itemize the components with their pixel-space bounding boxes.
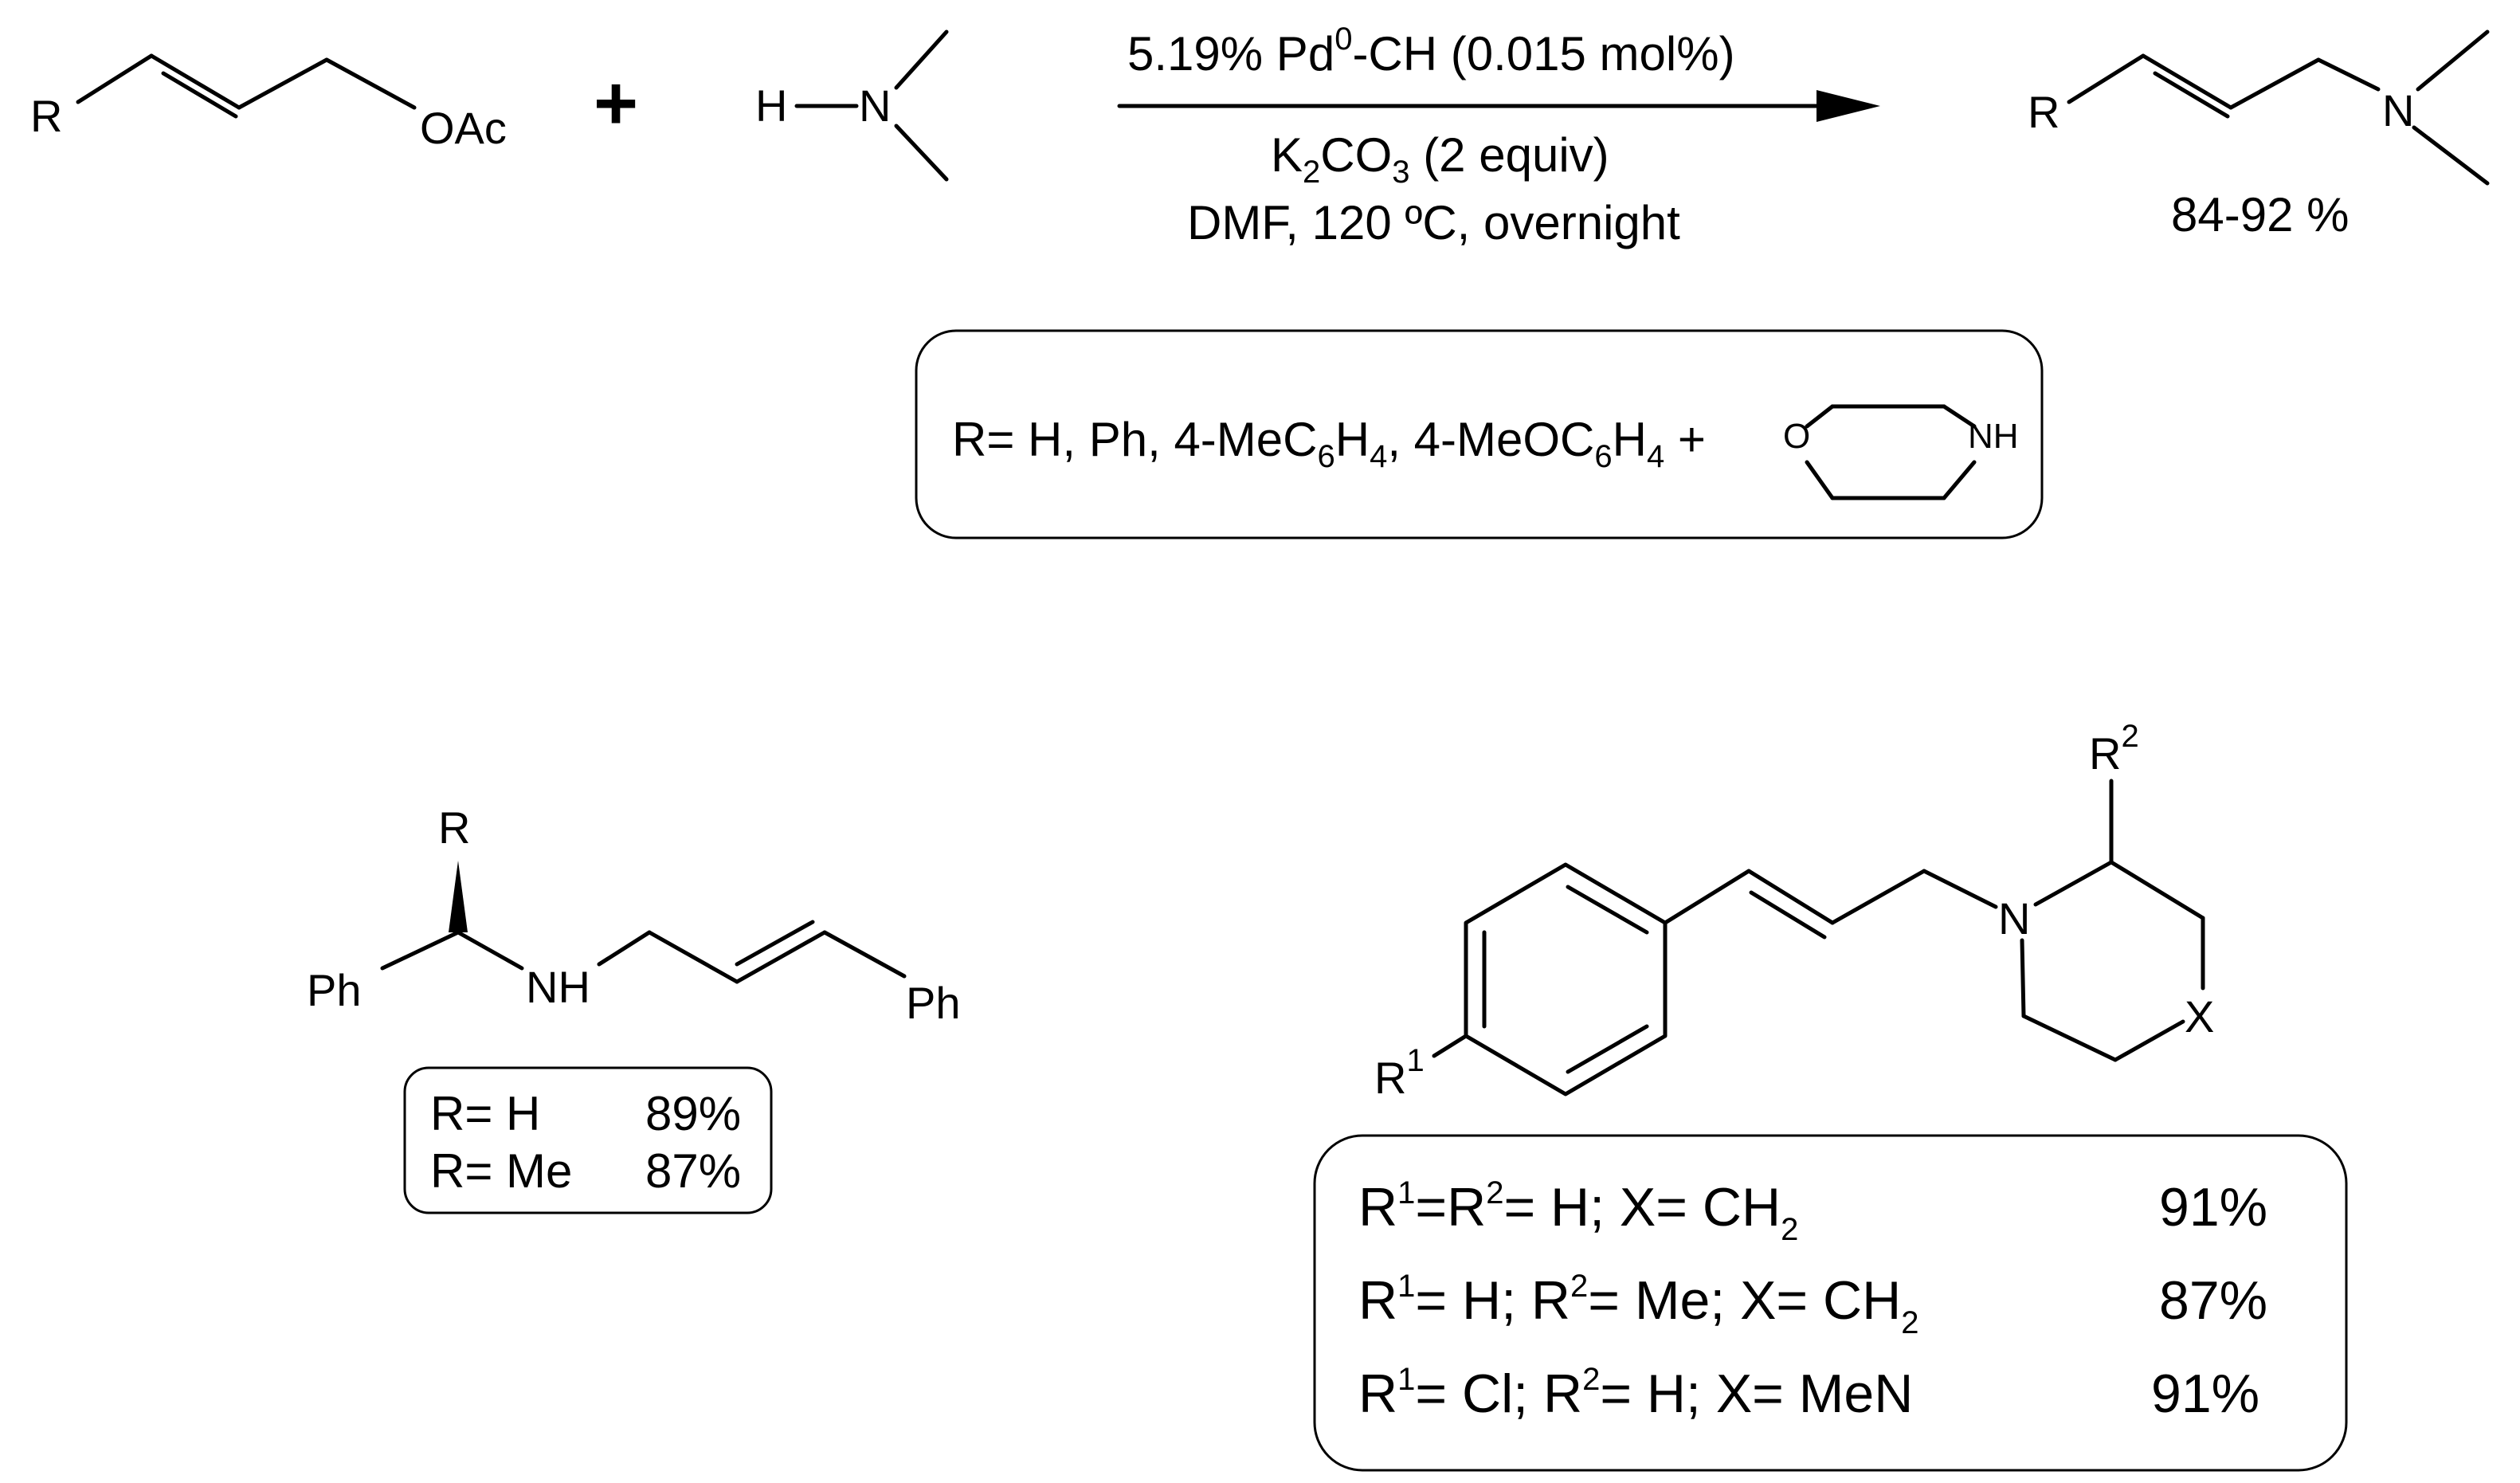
example2-row2-label: R1= H; R2= Me; X= CH2: [1358, 1269, 1919, 1340]
solvent-text: DMF, 120 ºC, overnight: [1187, 196, 1680, 249]
morpholine-structure: O NH: [1783, 404, 2019, 500]
product-n-label: N: [2382, 85, 2414, 135]
reaction-conditions: 5.19% Pd0-CH (0.015 mol%) K2CO3 (2 equiv…: [1117, 22, 1880, 249]
product-r-label: R: [2028, 87, 2060, 137]
example1-structure: R Ph NH Ph: [307, 802, 961, 1028]
example2-structure: R1 N X R2: [1374, 719, 2214, 1103]
oac-label: OAc: [420, 103, 507, 153]
example2-r2-label: R2: [2089, 719, 2139, 779]
example2-row1-yield: 91%: [2159, 1177, 2267, 1238]
scope-box: R= H, Ph, 4-MeC6H4, 4-MeOC6H4 + O NH: [915, 329, 2044, 539]
scope-text: R= H, Ph, 4-MeC6H4, 4-MeOC6H4 +: [952, 413, 1706, 474]
reactant-r-label: R: [30, 91, 62, 141]
example2-n-label: N: [1998, 893, 2030, 944]
example1-row1-label: R= H: [430, 1087, 540, 1140]
stereo-wedge: [449, 861, 468, 932]
morpholine-o-label: O: [1783, 417, 1810, 456]
example1-ph-right: Ph: [906, 978, 961, 1028]
example2-row1-label: R1=R2= H; X= CH2: [1358, 1175, 1798, 1247]
amine-n-label: N: [859, 80, 891, 131]
example1-yield-box: R= H 89% R= Me 87%: [403, 1066, 773, 1214]
base-text: K2CO3 (2 equiv): [1271, 128, 1609, 190]
reactant-allyl-acetate: R OAc: [30, 53, 507, 153]
example1-nh-label: NH: [526, 962, 590, 1012]
example1-row1-yield: 89%: [645, 1087, 741, 1140]
example2-row3-yield: 91%: [2151, 1363, 2259, 1424]
reactant-dimethylamine: H N: [755, 29, 949, 182]
catalyst-text: 5.19% Pd0-CH (0.015 mol%): [1127, 22, 1735, 80]
example2-row3-label: R1= Cl; R2= H; X= MeN: [1358, 1362, 1913, 1424]
example2-row2-yield: 87%: [2159, 1270, 2267, 1331]
example2-r1-label: R1: [1374, 1043, 1425, 1103]
product-yield: 84-92 %: [2171, 188, 2349, 241]
example1-row2-yield: 87%: [645, 1144, 741, 1198]
morpholine-nh-label: NH: [1968, 417, 2019, 456]
example1-row2-label: R= Me: [430, 1144, 572, 1198]
amine-h-label: H: [755, 80, 787, 131]
example1-r-label: R: [438, 802, 470, 853]
product-allylamine: R N 84-92 %: [2028, 29, 2490, 241]
plus-sign: +: [594, 61, 638, 146]
example2-x-label: X: [2185, 991, 2214, 1042]
example2-yield-box: R1=R2= H; X= CH2 91% R1= H; R2= Me; X= C…: [1313, 1134, 2348, 1472]
example1-ph-left: Ph: [307, 965, 362, 1015]
